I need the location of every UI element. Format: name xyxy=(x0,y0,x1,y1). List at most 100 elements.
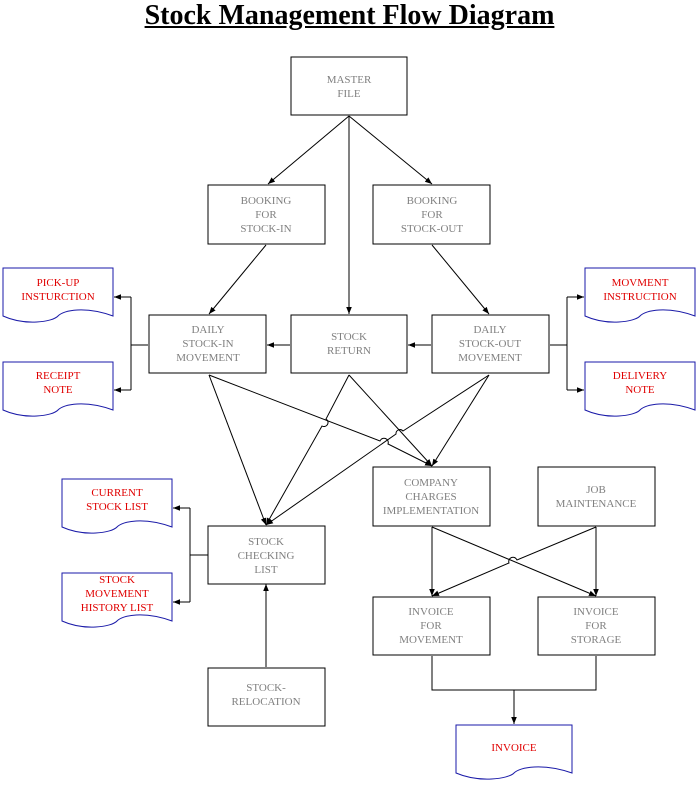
label-line: CURRENT xyxy=(91,487,143,499)
label-line: NOTE xyxy=(43,384,73,396)
node-stock-relocation: STOCK- RELOCATION xyxy=(207,667,326,727)
label-line: STOCK-IN xyxy=(182,338,233,350)
doc-pickup-instruction: PICK-UP INSTURCTION xyxy=(2,267,114,323)
label-line: FOR xyxy=(255,209,277,221)
arrow-master-to-booking-in xyxy=(267,115,350,185)
label-line: STOCK-IN xyxy=(240,223,291,235)
node-job-maintenance: JOB MAINTENANCE xyxy=(537,466,656,527)
label-line: FOR xyxy=(585,620,607,632)
node-invoice-storage: INVOICE FOR STORAGE xyxy=(537,596,656,656)
label-line: INSTURCTION xyxy=(21,291,94,303)
label-line: INVOICE xyxy=(491,742,536,754)
svg-text:STOCK-RELOCATION: STOCK- RELOCATION xyxy=(231,682,300,708)
node-company-charges: COMPANY CHARGES IMPLEMENTATION xyxy=(372,466,491,527)
node-booking-stock-out: BOOKING FOR STOCK-OUT xyxy=(372,184,491,245)
label-line: MASTER xyxy=(327,74,372,86)
label-line: RELOCATION xyxy=(231,696,300,708)
doc-delivery-note: DELIVERY NOTE xyxy=(584,361,696,417)
arrow-master-to-booking-out xyxy=(348,115,433,185)
merge-invoices xyxy=(431,656,597,691)
label-line: PICK-UP xyxy=(37,277,80,289)
node-stock-return: STOCK RETURN xyxy=(290,314,408,374)
label-line: NOTE xyxy=(625,384,655,396)
arrow-daily-in-to-charges xyxy=(208,374,433,467)
bracket-daily-in-docs xyxy=(130,297,148,390)
arrow-return-to-checking xyxy=(265,374,350,526)
node-daily-stock-out: DAILY STOCK-OUT MOVEMENT xyxy=(431,314,550,374)
label-line: DELIVERY xyxy=(613,370,667,382)
label-line: MOVEMENT xyxy=(85,588,149,600)
doc-current-stock-list: CURRENT STOCK LIST xyxy=(61,478,173,534)
label-line: HISTORY LIST xyxy=(81,602,154,614)
connectors xyxy=(114,115,599,724)
label-line: FOR xyxy=(421,209,443,221)
label-line: COMPANY xyxy=(404,477,458,489)
label-line: STOCK LIST xyxy=(86,501,148,513)
doc-movment-instruction: MOVMENT INSTRUCTION xyxy=(584,267,696,323)
arrow-daily-out-to-charges xyxy=(431,374,490,467)
label-line: STORAGE xyxy=(571,634,622,646)
label-line: INSTRUCTION xyxy=(603,291,676,303)
node-booking-stock-in: BOOKING FOR STOCK-IN xyxy=(207,184,326,245)
node-invoice-movement: INVOICE FOR MOVEMENT xyxy=(372,596,491,656)
label-line: INVOICE xyxy=(573,606,618,618)
page-title: Stock Management Flow Diagram xyxy=(144,0,555,31)
arrow-daily-out-to-checking xyxy=(265,374,490,526)
label-line: RETURN xyxy=(327,345,371,357)
label-line: JOB xyxy=(586,484,606,496)
arrow-booking-out-to-daily-out xyxy=(431,244,490,315)
label-line: IMPLEMENTATION xyxy=(383,505,479,517)
label-line: STOCK xyxy=(248,536,284,548)
label-line: STOCK xyxy=(331,331,367,343)
doc-invoice: INVOICE xyxy=(455,724,573,780)
label-line: FOR xyxy=(420,620,442,632)
label-line: MOVMENT xyxy=(612,277,669,289)
bracket-daily-out-docs xyxy=(550,297,568,390)
arrow-booking-in-to-daily-in xyxy=(208,244,267,315)
arrow-daily-in-to-checking xyxy=(208,374,267,526)
svg-text:INVOICE: INVOICE xyxy=(491,742,536,754)
label-line: DAILY xyxy=(473,324,506,336)
label-line: BOOKING xyxy=(241,195,292,207)
label-line: LIST xyxy=(254,564,278,576)
bracket-checking-docs xyxy=(189,508,208,602)
label-line: MOVEMENT xyxy=(176,352,240,364)
label-line: INVOICE xyxy=(408,606,453,618)
label-line: RECEIPT xyxy=(36,370,81,382)
arrow-charges-to-inv-storage xyxy=(431,526,597,597)
label-line: MOVEMENT xyxy=(399,634,463,646)
label-line: STOCK- xyxy=(246,682,286,694)
label-line: STOCK-OUT xyxy=(459,338,521,350)
label-line: STOCK-OUT xyxy=(401,223,463,235)
arrow-return-to-charges xyxy=(348,374,433,467)
label-line: CHARGES xyxy=(405,491,456,503)
arrow-job-to-inv-movement xyxy=(431,526,597,597)
label-line: FILE xyxy=(337,88,361,100)
label-line: STOCK xyxy=(99,574,135,586)
label-line: MAINTENANCE xyxy=(556,498,637,510)
label-line: MOVEMENT xyxy=(458,352,522,364)
label-line: BOOKING xyxy=(407,195,458,207)
node-master-file: MASTER FILE xyxy=(290,56,408,116)
doc-receipt-note: RECEIPT NOTE xyxy=(2,361,114,417)
